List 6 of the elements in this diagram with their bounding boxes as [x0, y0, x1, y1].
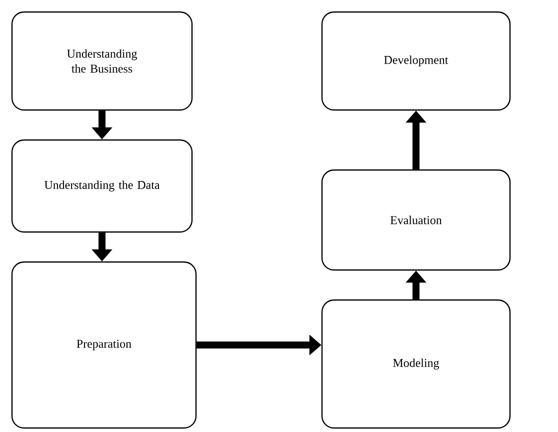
- process-box: Evaluation: [321, 169, 511, 271]
- process-box: Understanding the Business: [11, 11, 193, 111]
- process-box: Understanding the Data: [11, 139, 193, 233]
- process-box: Development: [321, 11, 511, 111]
- process-box: Modeling: [321, 299, 511, 429]
- process-box: Preparation: [11, 261, 197, 429]
